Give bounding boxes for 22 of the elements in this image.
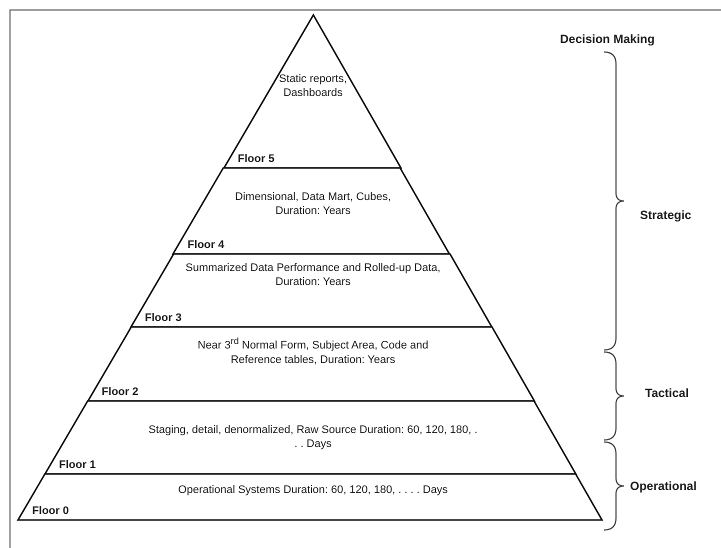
pyramid-tier [224,15,401,168]
pyramid-tier [130,254,492,327]
level-label: Operational [630,479,697,493]
pyramid-tier [88,327,534,401]
tier-description: Near 3$^{rd}$ Normal Form, Subject Area, Code and Reference tables, Duration: Years [196,335,430,367]
pyramid-tier [18,474,602,520]
floor-label: Floor 1 [59,459,96,471]
tier-description: Static reports, Dashboards [278,72,348,100]
level-label: Decision Making [560,32,655,46]
pyramid-tier [173,168,450,254]
floor-label: Floor 4 [188,239,224,251]
pyramid-tier [44,401,576,474]
floor-label: Floor 2 [102,386,138,398]
tier-description: Staging, detail, denormalized, Raw Source Duration: 60, 120, 180, . . . Days [148,423,478,451]
level-label: Strategic [640,208,692,222]
floor-label: Floor 3 [144,312,182,324]
floor-label: Floor 0 [32,505,69,517]
tier-description: Summarized Data Performance and Rolled-up Data, Duration: Years [184,261,442,289]
floor-label: Floor 5 [238,153,274,165]
level-label: Tactical [645,386,689,400]
tier-description: Dimensional, Data Mart, Cubes, Duration: Years [234,190,392,218]
tier-description: Operational Systems Duration: 60, 120, 180, . . . . Days [177,483,449,497]
